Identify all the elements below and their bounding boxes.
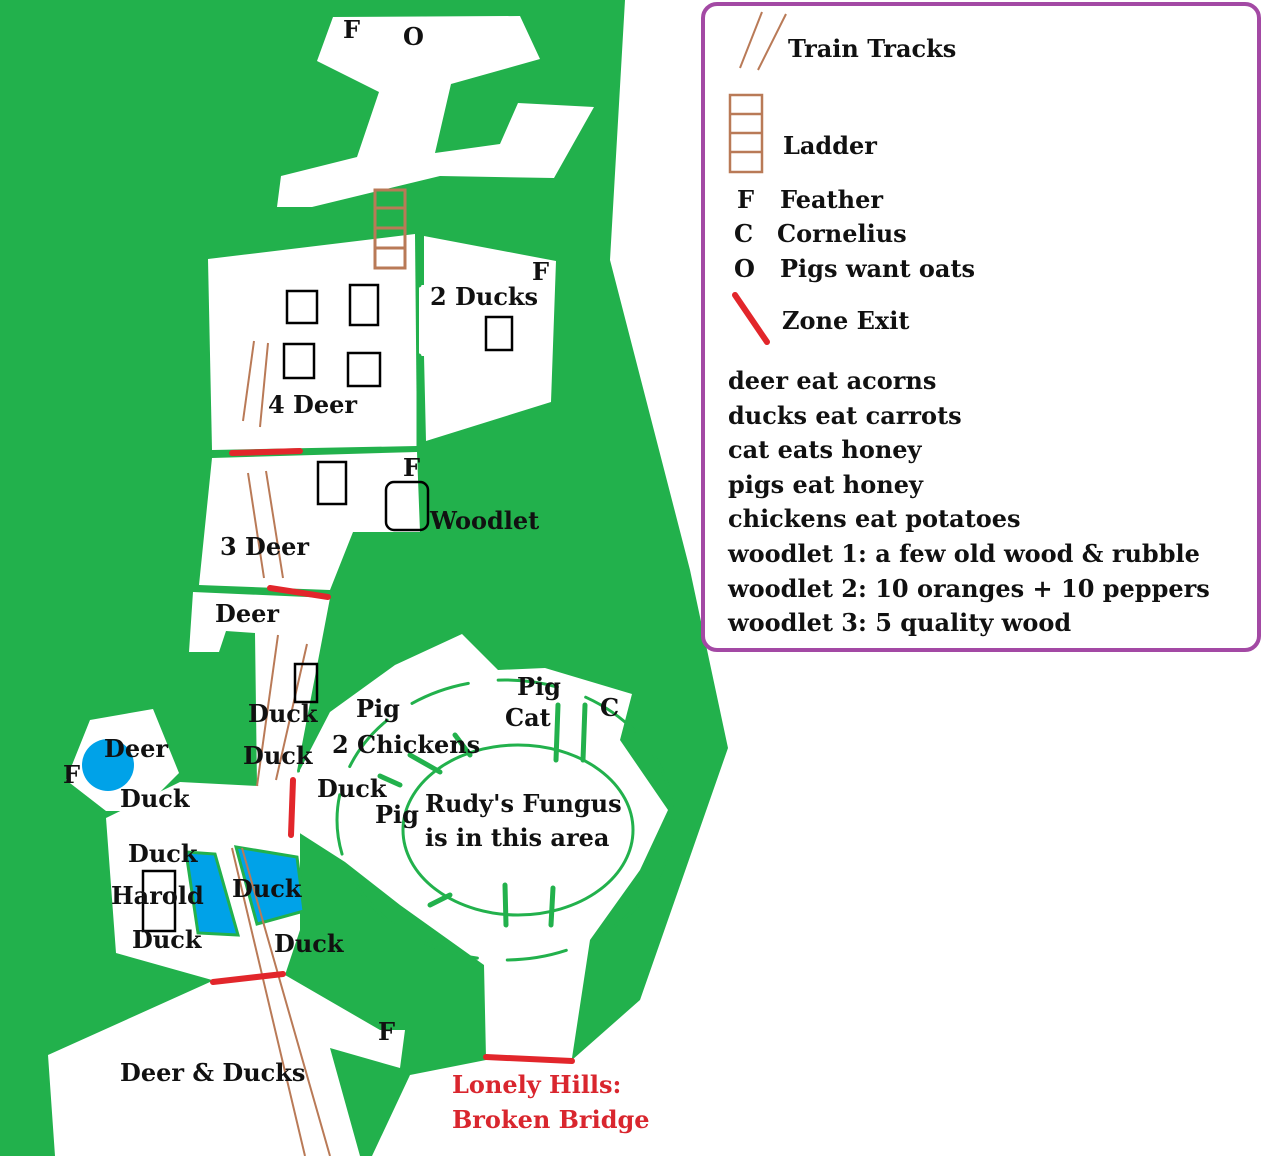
legend-note: pigs eat honey <box>728 470 924 499</box>
label: Duck <box>232 874 303 903</box>
label: Duck <box>132 925 203 954</box>
legend-ladder: Ladder <box>783 131 877 160</box>
train-tracks <box>231 340 331 1156</box>
label: Pig <box>375 800 419 829</box>
label: Duck <box>317 774 388 803</box>
fungus-ring-walls <box>335 231 675 962</box>
label: O <box>403 22 424 51</box>
label: 3 Deer <box>220 532 309 561</box>
area-deer-column <box>189 592 330 786</box>
area-deer-ducks <box>48 975 405 1156</box>
legend-oats: Pigs want oats <box>780 254 975 283</box>
legend-note: woodlet 1: a few old wood & rubble <box>727 539 1200 568</box>
zone-exit-icon <box>732 292 770 345</box>
legend-note: deer eat acorns <box>728 366 936 395</box>
pond <box>233 845 306 926</box>
ladder-icon <box>728 93 764 174</box>
pond <box>184 850 241 937</box>
label: Deer <box>215 599 279 628</box>
map-labels: F O F 2 Ducks 4 Deer F Woodlet 3 Deer De… <box>63 15 650 1134</box>
legend-note: chickens eat potatoes <box>728 504 1021 533</box>
label: Deer <box>104 734 168 763</box>
label: Duck <box>243 741 314 770</box>
label: Woodlet <box>429 506 539 535</box>
legend-note: ducks eat carrots <box>728 401 962 430</box>
label: Duck <box>120 784 191 813</box>
label: Duck <box>274 929 345 958</box>
legend-train-tracks: Train Tracks <box>788 34 956 63</box>
label: 2 Chickens <box>332 730 480 759</box>
label: F <box>403 453 420 482</box>
label: Rudy's Fungus <box>425 789 622 818</box>
legend: Train Tracks Ladder F Feather C Corneliu… <box>701 2 1261 652</box>
area-ring <box>295 634 668 1058</box>
woodlet-markers <box>141 283 514 933</box>
ladder-icon <box>373 188 407 270</box>
label: is in this area <box>425 823 609 852</box>
legend-key: F <box>737 185 754 214</box>
legend-note: cat eats honey <box>728 435 923 464</box>
legend-note: woodlet 3: 5 quality wood <box>727 608 1071 637</box>
area-4-deer <box>208 234 417 450</box>
label: F <box>532 257 549 286</box>
zone-label: Broken Bridge <box>452 1105 650 1134</box>
label: F <box>378 1017 395 1046</box>
label: Duck <box>248 699 319 728</box>
label: F <box>343 15 360 44</box>
label: Deer & Ducks <box>120 1058 305 1087</box>
zone-exits <box>210 448 575 1064</box>
legend-key: O <box>734 254 755 283</box>
legend-key: C <box>734 219 753 248</box>
legend-cornelius: Cornelius <box>777 219 907 248</box>
label: Duck <box>128 839 199 868</box>
label: Pig <box>517 672 561 701</box>
area-3-deer <box>199 452 420 590</box>
label: Pig <box>356 694 400 723</box>
label: F <box>63 760 80 789</box>
legend-zone-exit: Zone Exit <box>782 306 909 335</box>
legend-feather: Feather <box>780 185 883 214</box>
pond <box>82 739 134 791</box>
zone-label: Lonely Hills: <box>452 1070 621 1099</box>
legend-note: woodlet 2: 10 oranges + 10 peppers <box>727 574 1210 603</box>
area-top <box>277 16 594 207</box>
label: 2 Ducks <box>430 282 538 311</box>
label: C <box>600 693 619 722</box>
label: 4 Deer <box>268 390 357 419</box>
train-tracks-icon <box>739 11 787 71</box>
label: Cat <box>505 703 551 732</box>
label: Harold <box>111 881 204 910</box>
area-2-ducks <box>419 236 556 441</box>
